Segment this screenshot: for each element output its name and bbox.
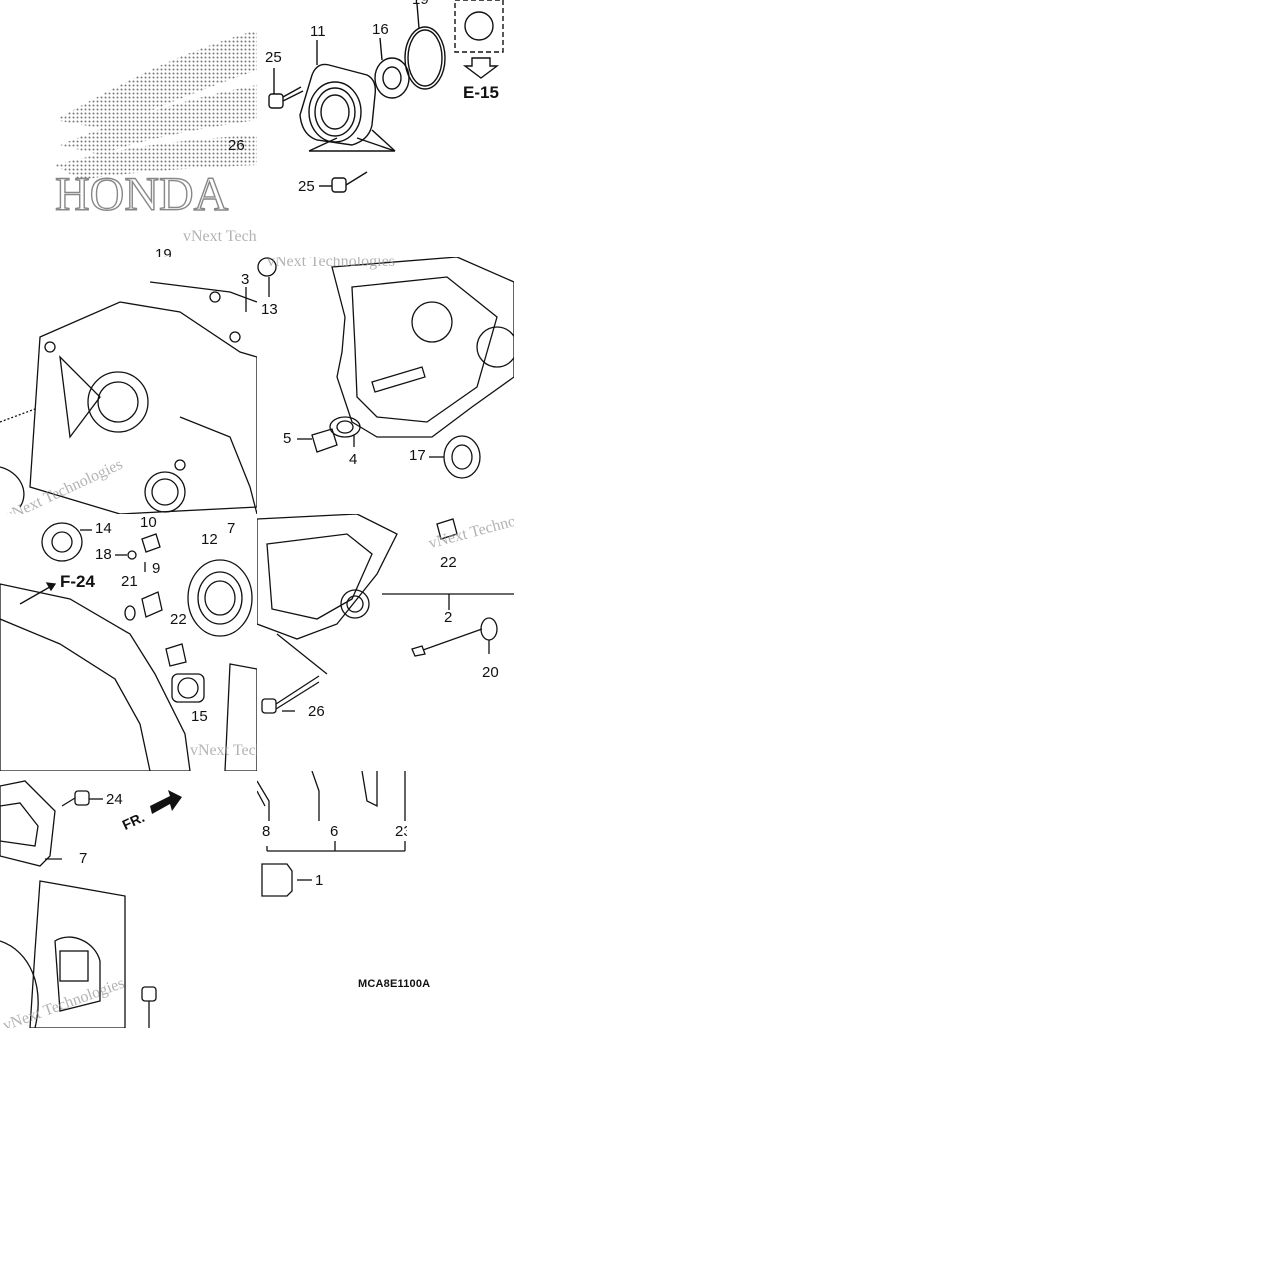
- callout-16: 16: [372, 21, 389, 38]
- ref-f24: F-24: [60, 572, 95, 591]
- diagram-code: MCA8E1100A: [358, 978, 431, 990]
- callout-18: 18: [95, 546, 112, 563]
- callout-10: 10: [140, 514, 157, 531]
- callout-15: 15: [191, 708, 208, 725]
- callout-19: 19: [412, 0, 429, 7]
- callout-2: 2: [444, 609, 453, 626]
- callout-24: 24: [106, 791, 123, 808]
- gasket-drawing: [257, 514, 514, 714]
- watermark: vNext Technologies: [190, 742, 257, 759]
- callout-12: 12: [201, 531, 218, 548]
- callout-26: 26: [228, 137, 245, 154]
- callout-4: 4: [349, 451, 358, 468]
- watermark: vNext Technologies: [183, 228, 257, 245]
- callout-22: 22: [440, 554, 457, 571]
- tile-gaskets: 8 6 23 1: [257, 771, 407, 921]
- callout-6: 6: [330, 823, 339, 840]
- front-arrow-icon: [150, 790, 182, 814]
- honda-wing-logo: HONDA: [54, 30, 257, 222]
- tile-cover: 11 16 19 25 25 E-15: [257, 0, 514, 257]
- tile-case-half: 13 5 4 17 vNext Technologies: [257, 257, 514, 514]
- callout-1: 1: [315, 872, 324, 889]
- callout-25-upper: 25: [265, 49, 282, 66]
- tile-logo: HONDA vNext Technologies 26 19: [0, 0, 257, 257]
- callout-13: 13: [261, 301, 278, 318]
- callout-11: 11: [310, 23, 326, 40]
- callout-22: 22: [170, 611, 187, 628]
- tile-bearings: 14 10 12 18 9 21 22 15 7 F-24 vNext Tech…: [0, 514, 257, 771]
- watermark: vNext Technologies: [267, 257, 395, 270]
- bolt-25-head: [268, 93, 284, 109]
- case-half-drawing: [257, 257, 514, 479]
- callout-14: 14: [95, 520, 112, 537]
- crankcase-drawing: [0, 281, 257, 514]
- cover-assembly-drawing: [268, 0, 504, 193]
- tile-plate: 24 7 FR. vNext Technologies: [0, 771, 257, 1028]
- logo-text: HONDA: [55, 168, 229, 221]
- callout-5: 5: [283, 430, 292, 447]
- callout-25-lower: 25: [298, 178, 315, 195]
- callout-7: 7: [227, 520, 236, 537]
- callout-23: 23: [395, 823, 407, 840]
- plate-drawing: [0, 780, 182, 1028]
- tile-crankcase: vNext Technologies 3: [0, 257, 257, 514]
- ref-e15: E-15: [463, 83, 499, 102]
- callout-19-partial: 19: [155, 246, 172, 257]
- callout-26: 26: [308, 703, 325, 720]
- callout-7: 7: [79, 850, 88, 867]
- bearings-drawing: [0, 522, 257, 771]
- gaskets-drawing: [257, 771, 406, 897]
- callout-21: 21: [121, 573, 138, 590]
- callout-9: 9: [152, 560, 161, 577]
- tile-gasket: 22 2 20 26 vNext Technologies: [257, 514, 514, 771]
- callout-8: 8: [262, 823, 271, 840]
- callout-20: 20: [482, 664, 499, 681]
- callout-17: 17: [409, 447, 426, 464]
- callout-3: 3: [241, 271, 250, 288]
